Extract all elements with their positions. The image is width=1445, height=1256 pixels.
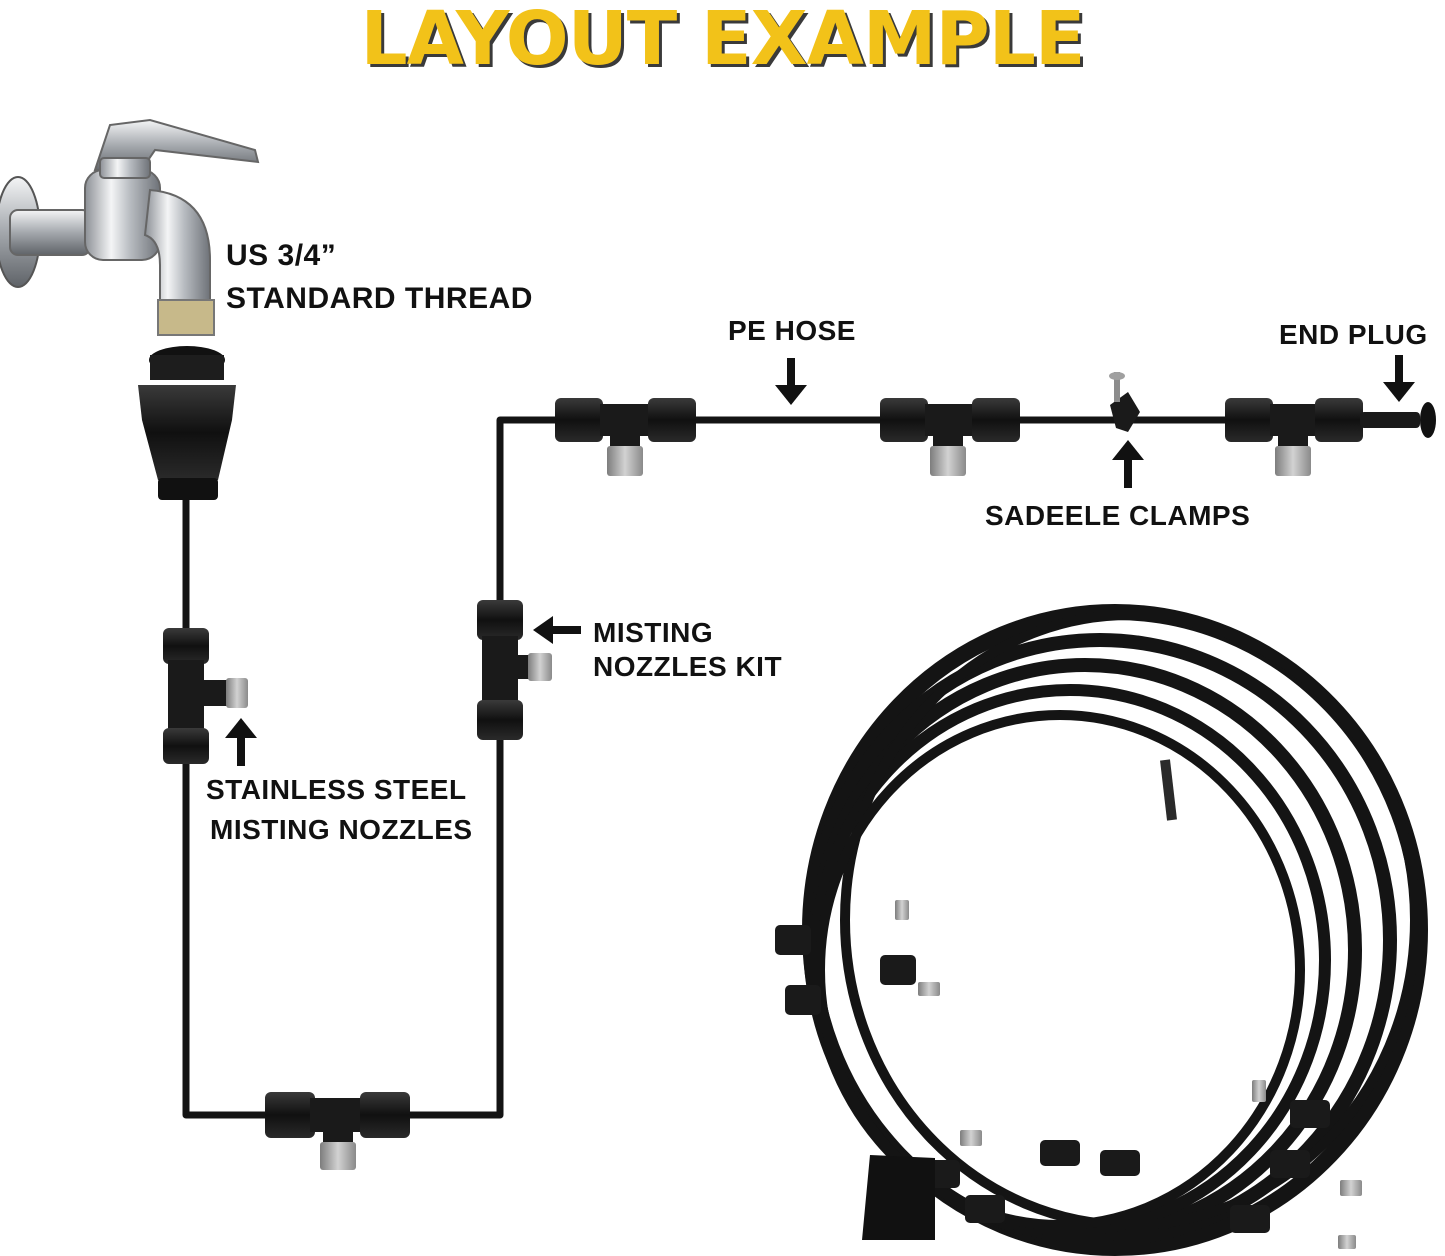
tee-fitting-right-vertical [477, 600, 552, 740]
tee-fitting-left [163, 628, 248, 764]
misting-kit-label-line2: NOZZLES KIT [593, 651, 783, 682]
sadeele-clamps-label: SADEELE CLAMPS [985, 500, 1251, 531]
arrow-misting-kit [533, 616, 581, 644]
end-plug-label: END PLUG [1279, 319, 1428, 350]
pe-hose-line [182, 416, 1372, 1119]
faucet-thread-label-line1: US 3/4” [226, 239, 337, 272]
nozzles-label-line2: MISTING NOZZLES [210, 814, 473, 845]
end-plug-icon [1360, 402, 1436, 438]
hose-adapter-icon [138, 346, 236, 500]
arrow-pe-hose [775, 358, 807, 405]
faucet-thread-label-line2: STANDARD THREAD [226, 282, 533, 315]
arrow-end-plug [1383, 355, 1415, 402]
saddle-clamp-icon [1109, 372, 1140, 432]
tee-fitting-top-1 [555, 398, 696, 476]
arrow-nozzles [225, 718, 257, 766]
tee-fitting-top-2 [880, 398, 1020, 476]
pe-hose-label: PE HOSE [728, 315, 856, 346]
page-title: LAYOUT EXAMPLE [360, 0, 1086, 82]
coil-fittings [775, 900, 1362, 1249]
tee-fitting-bottom [265, 1092, 410, 1170]
misting-kit-label-line1: MISTING [593, 617, 714, 648]
faucet-icon [0, 118, 260, 336]
arrow-sadeele-clamps [1112, 440, 1144, 488]
tee-fitting-top-3 [1225, 398, 1363, 476]
nozzles-label-line1: STAINLESS STEEL [206, 774, 467, 805]
